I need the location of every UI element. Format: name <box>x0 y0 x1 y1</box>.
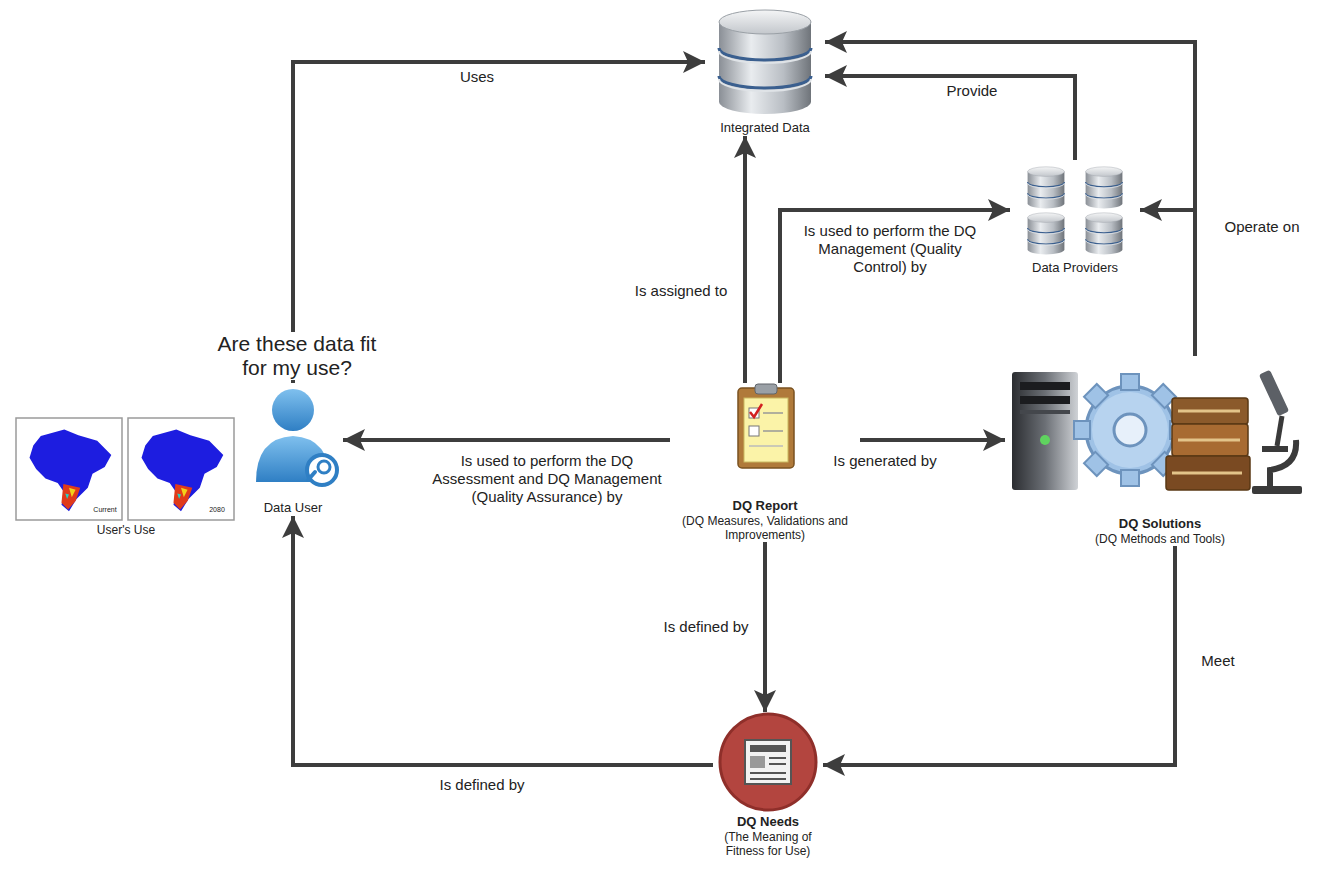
node-description: (DQ Measures, Validations and Improvemen… <box>670 514 860 542</box>
edge-label: Is used to perform the DQ Assessment and… <box>430 452 664 506</box>
map-node: User's Use <box>14 415 238 538</box>
edge-label: Operate on <box>1210 218 1314 236</box>
arrow-connector <box>860 438 1005 442</box>
map-caption: Current <box>86 505 124 514</box>
arrow-connector <box>343 438 670 442</box>
node-title: DQ Needs <box>713 814 823 830</box>
map-caption: 2080 <box>200 505 234 514</box>
database-group-node: Data Providers <box>1010 160 1140 276</box>
edge-label: Meet <box>1186 652 1250 670</box>
edge-label: Is generated by <box>818 452 952 470</box>
node-title: User's Use <box>14 522 238 538</box>
arrow-connector <box>823 546 1175 765</box>
edge-label: Is defined by <box>410 776 554 794</box>
node-title: Integrated Data <box>705 120 825 136</box>
arrow-connector <box>293 516 713 765</box>
edge-label: Is assigned to <box>620 282 742 300</box>
arrow-connector <box>1140 210 1195 356</box>
edge-label: Provide <box>930 82 1014 100</box>
question-label: Are these data fit for my use? <box>205 332 389 380</box>
node-title: Data Providers <box>1010 260 1140 276</box>
node-description: (The Meaning of Fitness for Use) <box>713 830 823 858</box>
arrow-connector <box>743 136 747 383</box>
node-title: DQ Solutions <box>1005 516 1315 532</box>
needs-node: DQ Needs(The Meaning of Fitness for Use) <box>713 712 823 858</box>
node-title: DQ Report <box>670 498 860 514</box>
arrow-connector <box>763 542 767 712</box>
node-title: Data User <box>243 500 343 516</box>
database-node: Integrated Data <box>705 6 825 136</box>
solutions-node: DQ Solutions(DQ Methods and Tools) <box>1005 356 1315 546</box>
arrow-connector <box>780 210 1010 383</box>
node-description: (DQ Methods and Tools) <box>1005 532 1315 546</box>
arrow-connector <box>825 42 1195 356</box>
arrow-connector <box>825 76 1075 160</box>
edge-label: Is used to perform the DQ Management (Qu… <box>788 222 992 276</box>
edge-label: Uses <box>440 68 514 86</box>
user-node: Data User <box>243 383 343 516</box>
edge-label: Is defined by <box>650 618 762 636</box>
